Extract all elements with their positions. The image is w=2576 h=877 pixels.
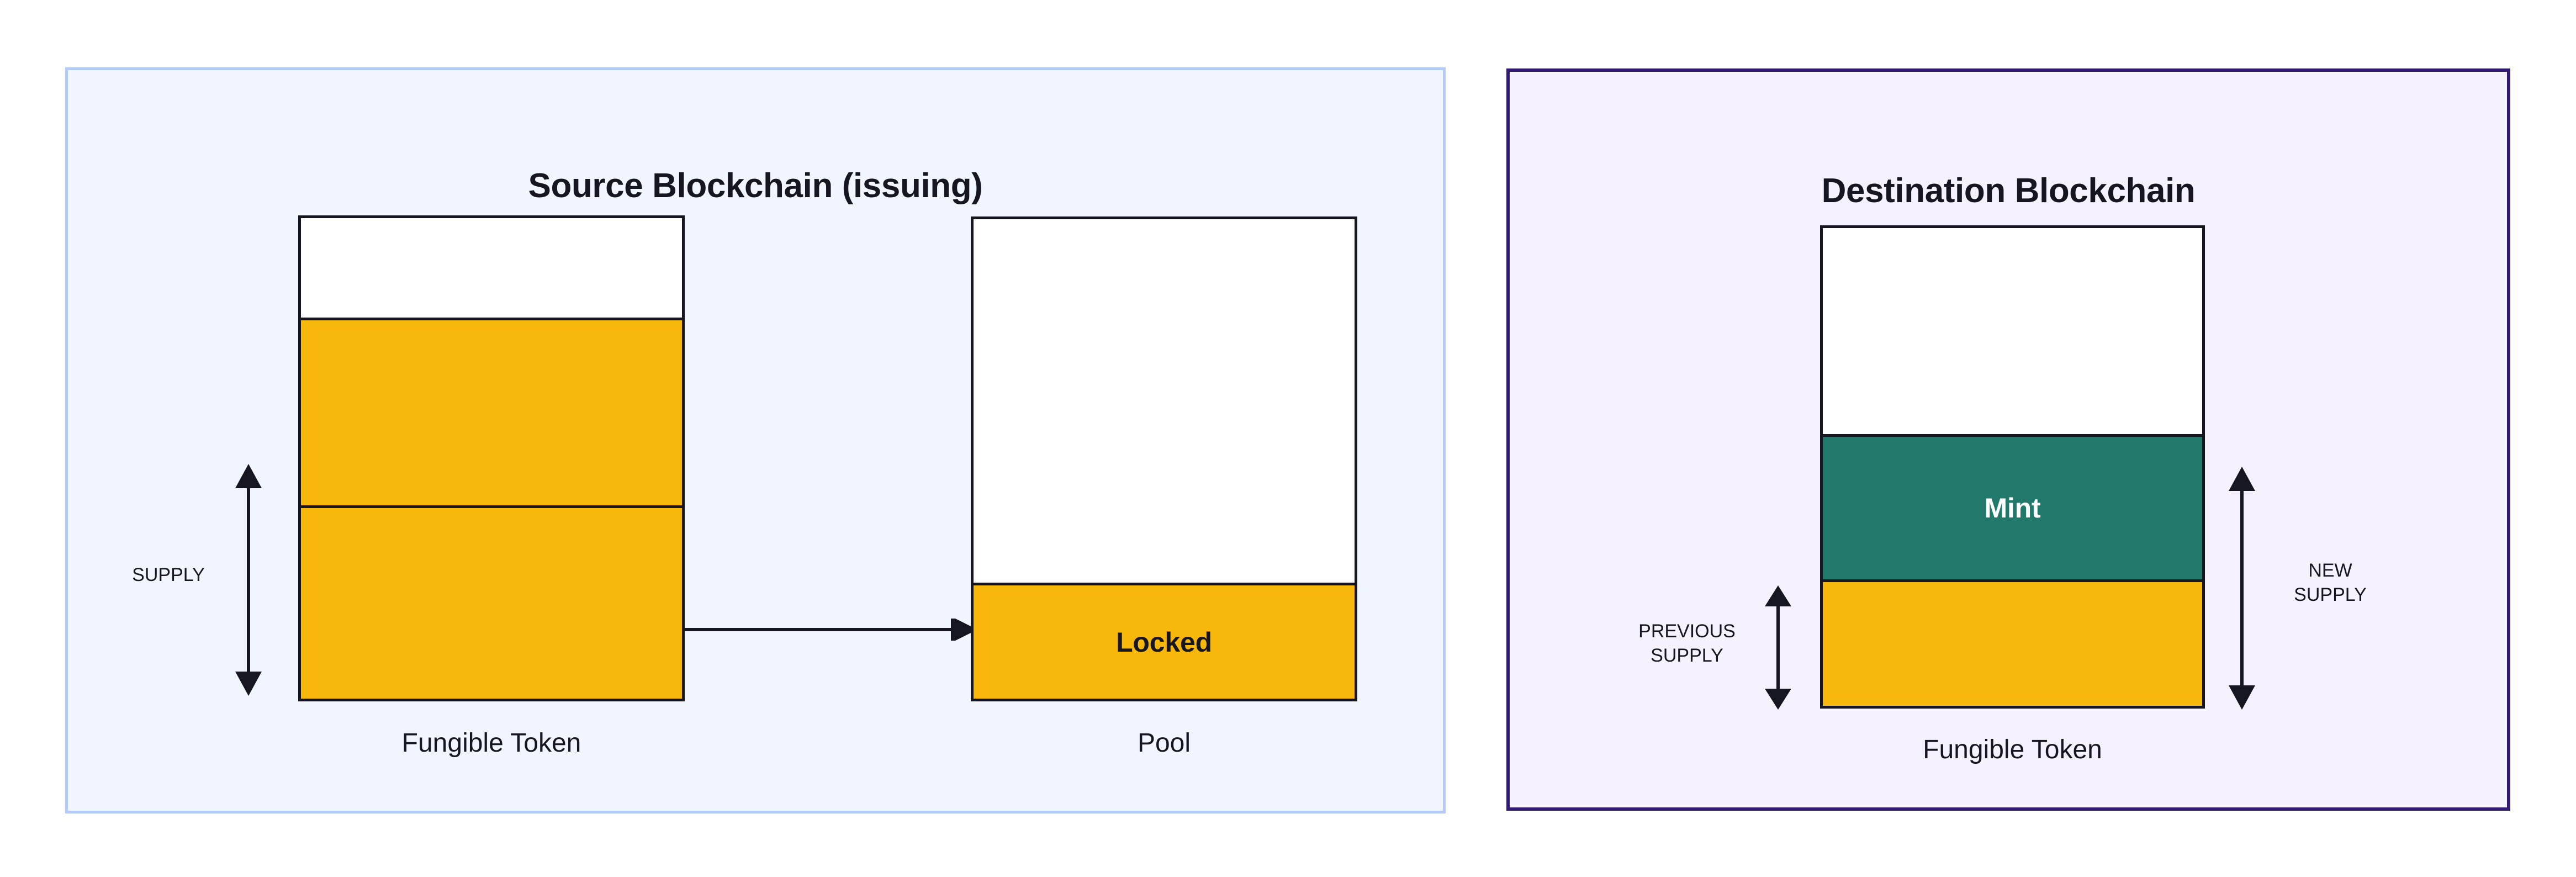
previous-supply-measure-arrow — [1762, 585, 1795, 710]
destination-fungible-token-box: Mint — [1820, 225, 2205, 709]
pool-segment-locked: Locked — [974, 583, 1355, 699]
source-token-segment-supply-upper — [301, 318, 682, 505]
source-fungible-token-caption: Fungible Token — [401, 728, 581, 758]
lock-transfer-arrow — [685, 619, 977, 641]
source-panel-title: Source Blockchain (issuing) — [528, 167, 983, 205]
source-token-segment-supply-lower — [301, 505, 682, 699]
supply-measure-label: SUPPLY — [132, 564, 205, 585]
pool-segment-headroom — [974, 219, 1355, 583]
destination-panel-title: Destination Blockchain — [1821, 172, 2196, 210]
source-token-segment-headroom — [301, 218, 682, 318]
destination-token-segment-previous-supply — [1823, 579, 2202, 706]
source-fungible-token-box — [298, 215, 685, 701]
new-supply-measure-label: NEW SUPPLY — [2294, 560, 2367, 605]
supply-measure-arrow — [232, 464, 265, 696]
destination-token-segment-mint: Mint — [1823, 434, 2202, 580]
pool-box: Locked — [971, 216, 1357, 701]
previous-supply-measure-label: PREVIOUS SUPPLY — [1638, 621, 1736, 666]
pool-caption: Pool — [1137, 728, 1191, 758]
destination-token-segment-headroom — [1823, 228, 2202, 434]
new-supply-measure-arrow — [2225, 467, 2258, 710]
destination-fungible-token-caption: Fungible Token — [1923, 735, 2102, 764]
